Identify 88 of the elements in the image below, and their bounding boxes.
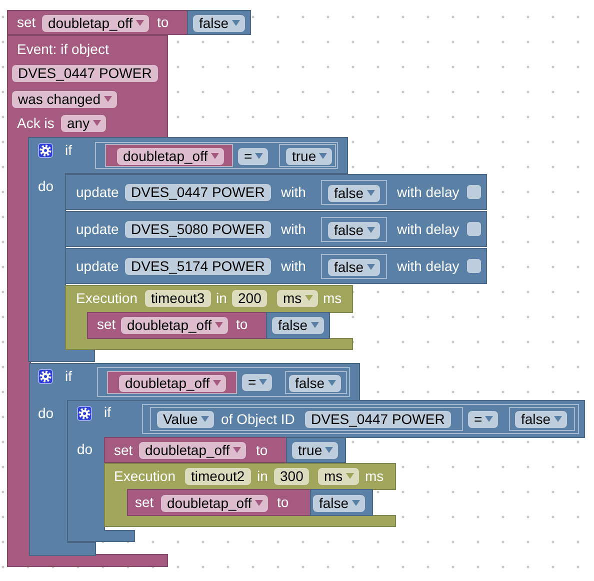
value-block	[266, 312, 330, 339]
number-field: 300	[274, 468, 310, 484]
dropdown: false	[272, 316, 324, 334]
block-label: with delay	[397, 183, 460, 201]
block-label: with	[281, 220, 306, 238]
update-block	[65, 248, 487, 284]
block-label: if	[65, 141, 72, 159]
block-label: if	[65, 367, 72, 385]
dropdown: doubletap_off	[121, 316, 228, 334]
update-block	[65, 174, 487, 210]
block-label: with delay	[397, 257, 460, 275]
object-id-field: DVES_0447 POWER	[125, 184, 271, 200]
value-block	[509, 407, 575, 431]
block-label: if	[104, 403, 111, 421]
block-label: do	[77, 440, 93, 458]
value-block	[310, 489, 373, 516]
block-label: Event: if object	[17, 40, 109, 58]
dropdown: doubletap_off	[161, 494, 268, 512]
block-label: Ack is	[17, 114, 54, 132]
block-label: Execution	[114, 467, 176, 485]
dropdown: false	[515, 410, 567, 428]
block-label: with	[281, 257, 306, 275]
dropdown: true	[286, 148, 332, 164]
value-block	[187, 10, 251, 35]
value-block	[321, 180, 387, 205]
block-label: set	[135, 493, 154, 511]
block-label: to	[277, 493, 289, 511]
value-block	[285, 371, 347, 394]
dropdown: was changed	[12, 90, 117, 108]
value-block	[321, 217, 387, 242]
variable-block	[107, 371, 237, 394]
set-variable-block	[7, 10, 188, 35]
dropdown: false	[328, 222, 380, 238]
object-id-field: DVES_5080 POWER	[125, 220, 271, 238]
block-label: Execution	[76, 289, 138, 307]
object-id-field: DVES_5174 POWER	[125, 258, 271, 274]
update-block	[65, 211, 487, 247]
dropdown: false	[328, 184, 380, 202]
dropdown: =	[242, 374, 272, 390]
block-label: with	[281, 183, 306, 201]
block-label: in	[216, 289, 227, 307]
set-variable-block	[104, 437, 287, 463]
name-field: timeout2	[185, 468, 251, 484]
number-field: 200	[232, 290, 268, 306]
block-label: update	[76, 257, 119, 275]
object-id-field: DVES_0447 POWER	[305, 410, 451, 428]
object-id-field: DVES_0447 POWER	[12, 64, 158, 82]
block-label: set	[97, 315, 116, 333]
dropdown: false	[313, 494, 365, 512]
dropdown: true	[292, 442, 338, 458]
variable-block	[105, 144, 233, 167]
dropdown: false	[289, 374, 341, 392]
block-label: in	[257, 467, 268, 485]
block-label: with delay	[397, 220, 460, 238]
block-label: to	[256, 441, 268, 459]
dropdown: ms	[277, 290, 318, 306]
value-block	[321, 254, 387, 279]
dropdown: false	[193, 14, 245, 32]
dropdown: doubletap_off	[139, 442, 246, 458]
compare-block	[95, 142, 338, 169]
block-label: to	[236, 315, 248, 333]
block-label: update	[76, 183, 119, 201]
block-label: ms	[323, 289, 342, 307]
dropdown: Value	[157, 410, 214, 428]
dropdown: ms	[318, 468, 359, 484]
value-block	[279, 144, 336, 167]
dropdown: doubletap_off	[117, 148, 224, 164]
block-label: of Object ID	[221, 410, 295, 428]
compare-block	[97, 367, 350, 397]
compare-block	[142, 404, 579, 434]
dropdown: doubletap_off	[42, 14, 149, 32]
block-label: do	[38, 404, 54, 422]
dropdown: =	[238, 148, 268, 164]
dropdown: any	[61, 114, 106, 132]
block-label: set	[114, 441, 133, 459]
block-label: ms	[365, 467, 384, 485]
value-block	[286, 437, 346, 463]
get-value-block	[150, 407, 463, 431]
dropdown: false	[328, 258, 380, 276]
set-variable-block	[87, 312, 267, 339]
dropdown: =	[468, 410, 498, 428]
set-variable-block	[127, 489, 312, 516]
dropdown: doubletap_off	[119, 374, 226, 392]
name-field: timeout3	[145, 290, 211, 306]
block-label: update	[76, 220, 119, 238]
block-label: set	[17, 13, 36, 31]
block-label: do	[38, 177, 54, 195]
block-label: to	[157, 13, 169, 31]
